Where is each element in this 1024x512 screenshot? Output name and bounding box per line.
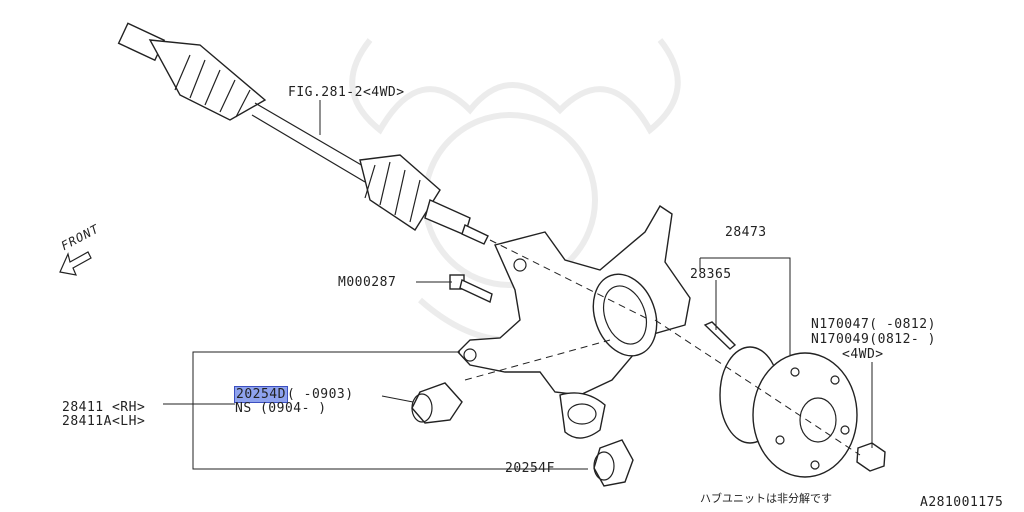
diagram-id-label: A281001175 [920,495,1004,510]
leader-lines [163,100,873,470]
nut-part [856,442,886,472]
bolt-part [449,274,493,303]
hub-bolt-label[interactable]: 28365 [690,267,732,282]
bushing-f [593,439,634,487]
bearing-kit-label[interactable]: 28473 [725,225,767,240]
hub-unit [719,346,858,478]
nut-label-2[interactable]: N170049(0812- ) [811,332,936,347]
housing-part [457,205,691,439]
bolt-label[interactable]: M000287 [338,275,397,290]
hub-note-label: ハブユニットは非分解です [700,492,832,505]
fig-ref-label[interactable]: FIG.281-2<4WD> [288,85,405,100]
front-arrow-icon [59,251,92,276]
bushing-f-label[interactable]: 20254F [505,461,555,476]
housing-lh-label[interactable]: 28411A<LH> [62,414,146,429]
bushing-code-rest: ( -0903) [286,387,354,402]
nut-label-1[interactable]: N170047( -0812) [811,317,936,332]
drive-shaft [117,22,489,245]
bushing-ns-label: NS (0904- ) [235,401,327,416]
housing-rh-label[interactable]: 28411 <RH> [62,400,146,415]
bushing-d [411,382,463,424]
bushing-code-highlight[interactable]: 20254D [234,386,288,403]
bushing-label: 20254D( -0903) [234,386,354,403]
nut-label-3: <4WD> [842,347,884,362]
hub-bolt-part [703,321,737,350]
